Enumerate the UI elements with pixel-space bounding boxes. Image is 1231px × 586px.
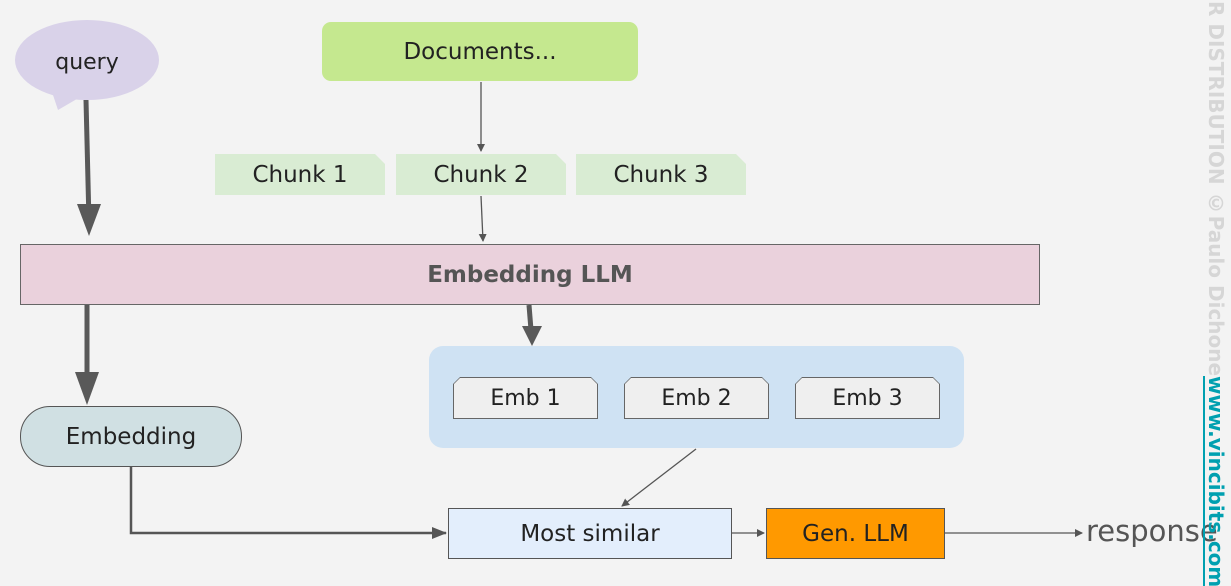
documents-box: Documents...	[322, 22, 638, 81]
arrow-query-to-embedding-llm	[83, 99, 92, 223]
emb-1-label: Emb 1	[454, 378, 597, 418]
emb-1: Emb 1	[453, 377, 598, 419]
gen-llm-box: Gen. LLM	[766, 508, 945, 559]
emb-2-label: Emb 2	[625, 378, 768, 418]
embedding-box: Embedding	[20, 406, 242, 467]
chunk-2: Chunk 2	[396, 154, 566, 195]
arrow-embedding-to-most-similar	[129, 467, 446, 535]
emb-3: Emb 3	[795, 377, 940, 419]
arrow-llm-to-embs	[526, 304, 534, 331]
response-label: response	[1086, 514, 1218, 548]
chunk-3: Chunk 3	[576, 154, 746, 195]
arrow-embs-to-most-similar	[621, 448, 697, 507]
query-label: query	[55, 49, 119, 75]
query-bubble	[15, 20, 159, 110]
emb-2: Emb 2	[624, 377, 769, 419]
watermark-credit: R DISTRIBUTION ©Paulo Dichone	[1204, 0, 1228, 376]
emb-3-label: Emb 3	[796, 378, 939, 418]
arrow-chunk-to-embedding-llm	[478, 195, 487, 242]
watermark-site-link[interactable]: www.vincibits.com	[1204, 376, 1228, 586]
embedding-llm-box: Embedding LLM	[20, 244, 1040, 305]
chunk-1: Chunk 1	[215, 154, 385, 195]
most-similar-box: Most similar	[448, 508, 732, 559]
